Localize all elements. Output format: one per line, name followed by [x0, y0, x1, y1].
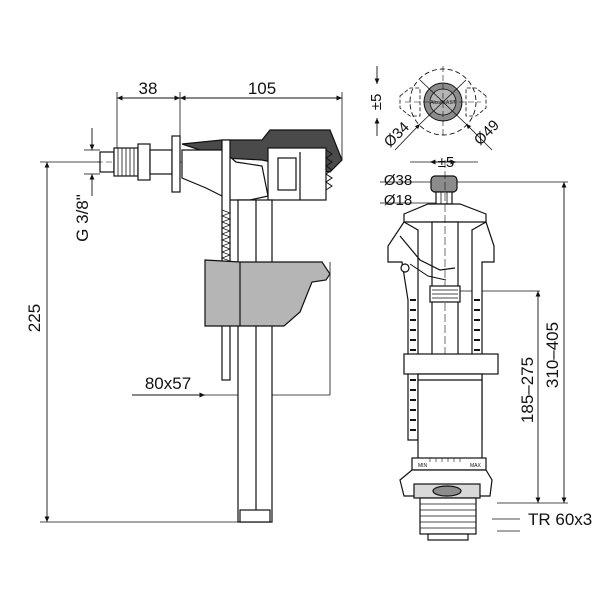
dim-label-shift: ±5 [438, 154, 455, 171]
flush-float [403, 353, 499, 375]
valve-module-teeth [325, 149, 333, 191]
dim-leader [394, 123, 421, 151]
button-mount-right [465, 87, 487, 117]
riser-tube [237, 199, 273, 523]
dim-leader [465, 123, 493, 151]
button-mount-left [399, 87, 421, 117]
float [204, 259, 331, 327]
bottom-outlet [427, 533, 469, 541]
lever-link [409, 263, 447, 281]
washer [171, 135, 181, 193]
left-rail-holes [410, 299, 416, 431]
dim-label-range-inner: 185–275 [518, 357, 537, 423]
dim-label-float: 80x57 [145, 374, 191, 393]
dim-label-225: 225 [25, 304, 44, 332]
valve-module-slot [277, 157, 297, 191]
dim-label-38: 38 [139, 79, 158, 98]
left-rail [387, 221, 419, 441]
flush-float-body [417, 373, 483, 463]
dim-label-dia38: Ø38 [384, 172, 412, 189]
dim-label-thread: G 3/8" [73, 194, 92, 242]
dim-label-offset: ±5 [368, 94, 385, 111]
fill-valve [40, 92, 343, 523]
bottom-thread-lines [420, 503, 476, 529]
scale-ticks [429, 458, 461, 462]
inlet-flange [149, 149, 173, 175]
dim-label-dia18: Ø18 [384, 192, 412, 209]
lever-arm [399, 235, 456, 271]
float-rod [221, 139, 231, 381]
valve-module [267, 147, 327, 201]
inner-clamp-teeth [432, 289, 458, 299]
seal [432, 485, 462, 497]
push-button [430, 175, 458, 193]
dim-label-105: 105 [248, 79, 276, 98]
flush-valve [380, 159, 568, 541]
dim-label-dia34: Ø34 [381, 119, 413, 151]
button-top-view: AlcaPLAST [374, 66, 493, 151]
dim-label-dia49: Ø49 [471, 117, 503, 149]
riser-foot [239, 509, 271, 523]
scale-label-min: MIN [418, 463, 428, 469]
scale-label-max: MAX [470, 463, 482, 469]
push-button-stem [435, 191, 453, 205]
inlet-collar [137, 143, 151, 181]
thread-ridges [117, 148, 135, 176]
dim-label-range-outer: 310–405 [543, 322, 562, 388]
lever-pivot [400, 263, 410, 273]
dim-label-thread-tr: TR 60x3 [528, 510, 592, 529]
